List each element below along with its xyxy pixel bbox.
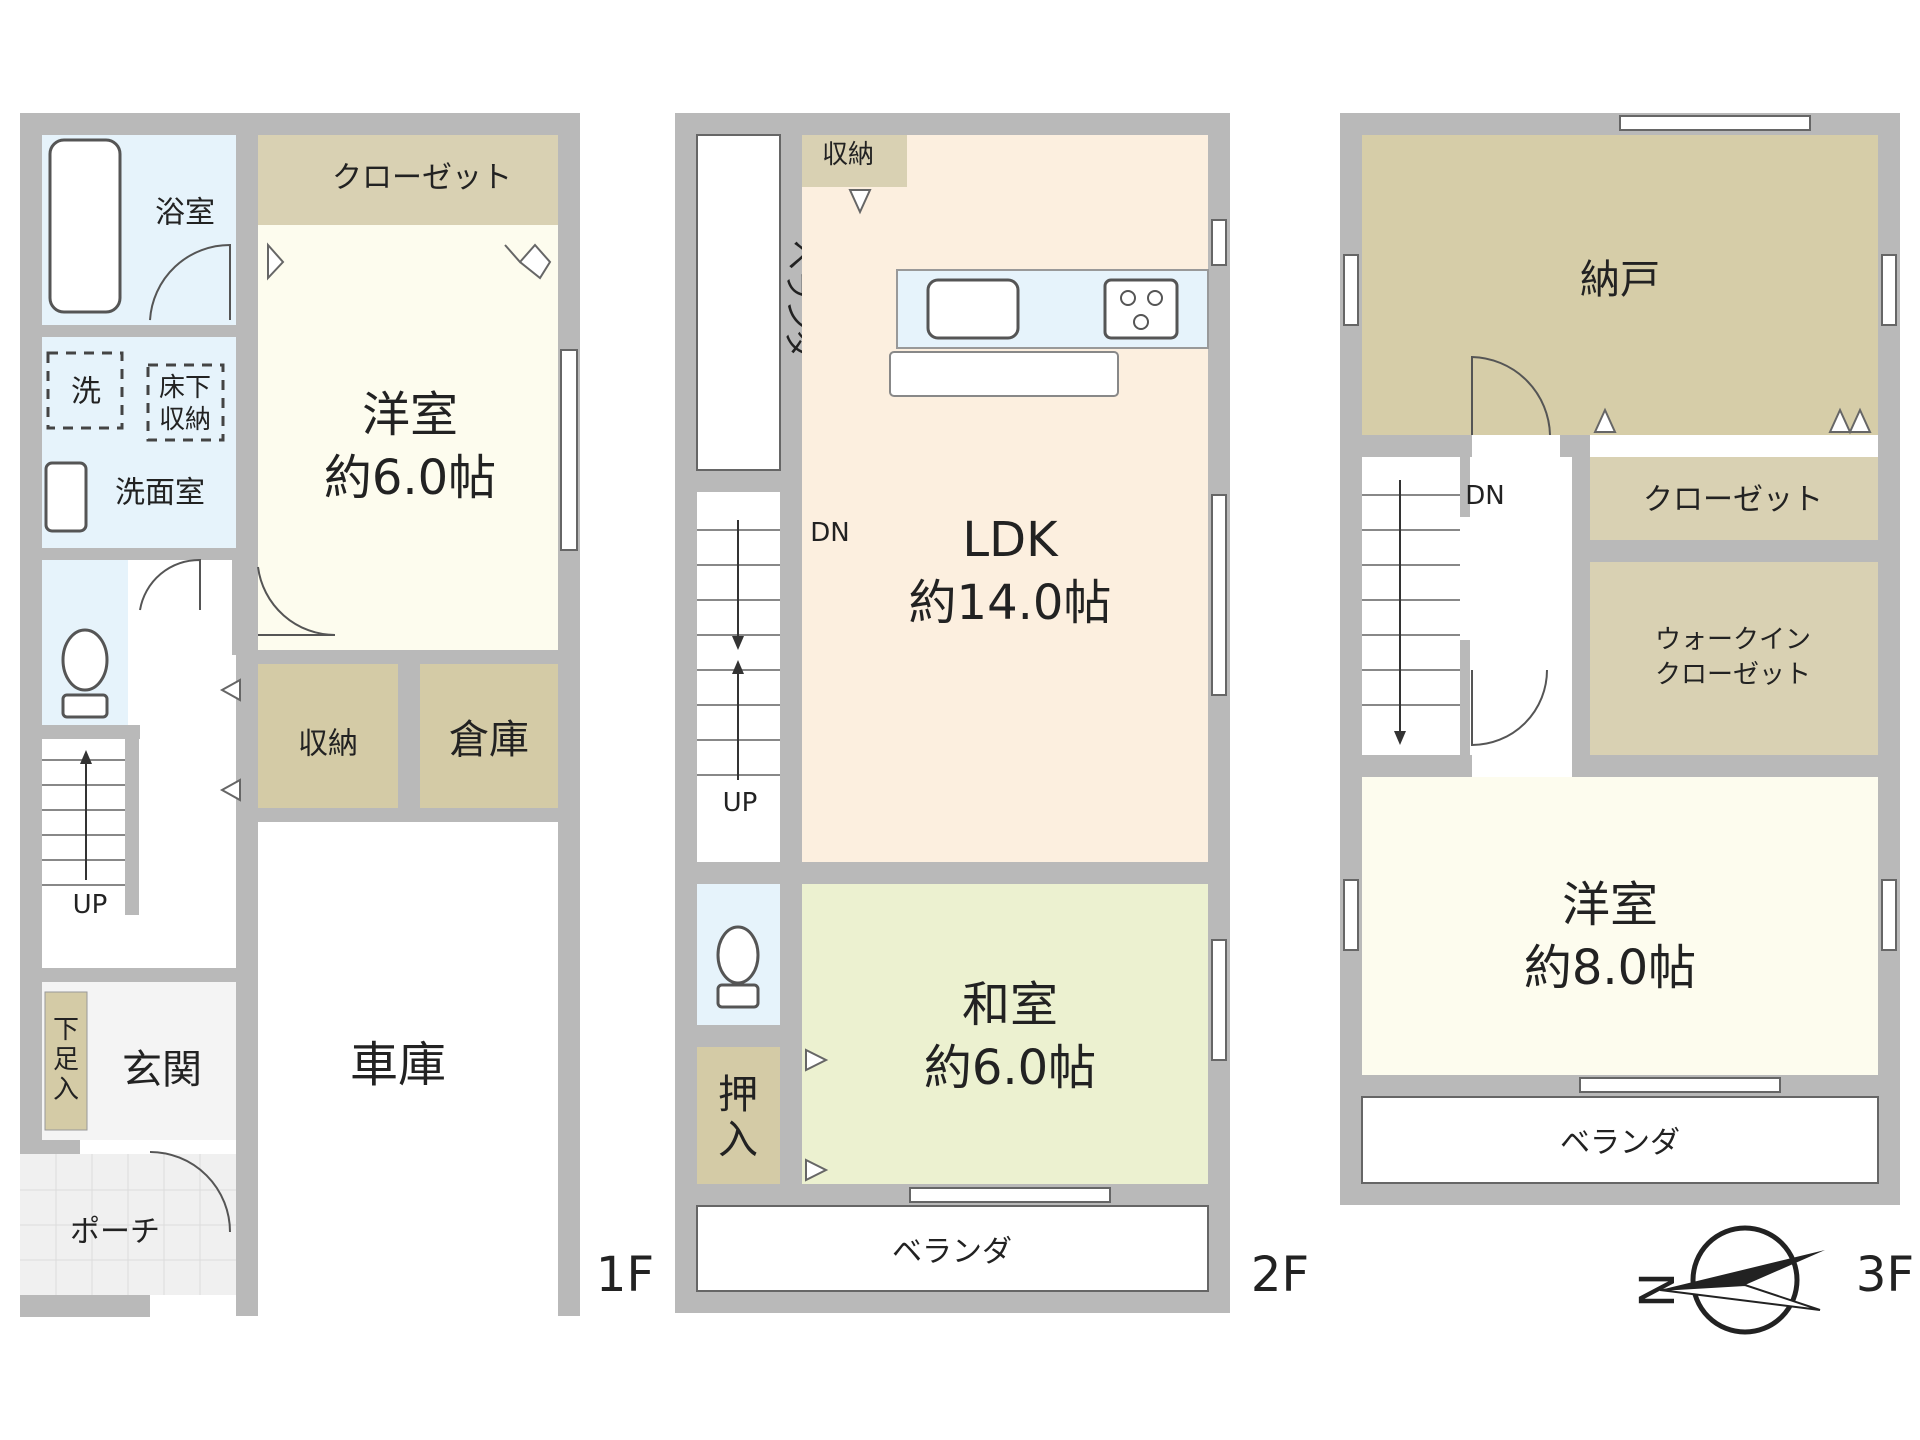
storage-2f xyxy=(802,135,907,187)
western-3f-name: 洋室 xyxy=(1562,877,1658,933)
veranda-3f xyxy=(1361,1096,1879,1184)
japanese-room[interactable] xyxy=(802,884,1208,1184)
entrance-label: 玄関 xyxy=(122,1047,202,1093)
nando-label: 納戸 xyxy=(1580,257,1660,303)
up-1f-label: UP xyxy=(73,890,108,920)
shoe-l3: 入 xyxy=(53,1075,79,1105)
floor-2f: ベランダ 収納 LDK 約14.0帖 DN UP xyxy=(675,113,1309,1313)
storage-2f-label: 収納 xyxy=(822,140,874,170)
shoe-l1: 下 xyxy=(53,1015,79,1045)
dn-2f-label: DN xyxy=(810,518,849,548)
japanese-size: 約6.0帖 xyxy=(924,1040,1096,1096)
japanese-name: 和室 xyxy=(962,977,1058,1033)
floor-1f: 浴室 クローゼット 洋室 約6.0帖 洗 床下 収納 洗面室 収納 倉庫 xyxy=(20,113,654,1317)
ldk-name: LDK xyxy=(962,512,1059,568)
western-room-1f[interactable] xyxy=(258,225,558,650)
washroom-label: 洗面室 xyxy=(115,476,205,511)
garage-label: 車庫 xyxy=(350,1037,446,1093)
shoe-l2: 足 xyxy=(53,1045,79,1075)
veranda-3f-label: ベランダ xyxy=(1560,1126,1680,1161)
compass-icon: N xyxy=(1630,1225,1825,1335)
washer-label: 洗 xyxy=(71,375,101,410)
floor-2f-label: 2F xyxy=(1251,1247,1309,1303)
closet-1f xyxy=(258,135,558,225)
ldk-size: 約14.0帖 xyxy=(909,575,1112,631)
veranda-bottom-label: ベランダ xyxy=(892,1235,1012,1270)
closet-3f-label: クローゼット xyxy=(1643,483,1823,518)
closet-1f-label: クローゼット xyxy=(332,161,512,196)
western-1f-name: 洋室 xyxy=(362,387,458,443)
walk-in-closet xyxy=(1590,562,1878,755)
floor-1f-label: 1F xyxy=(596,1247,654,1303)
underfloor-l1: 床下 xyxy=(159,373,211,403)
western-3f-size: 約8.0帖 xyxy=(1524,940,1696,996)
floor-3f: 納戸 DN クローゼット ウォークイン クローゼット 洋室 約8.0 xyxy=(1340,113,1914,1303)
storage-1f xyxy=(258,664,398,808)
porch-label: ポーチ xyxy=(70,1215,160,1250)
storage-1f-label: 収納 xyxy=(298,727,358,762)
oshiire-l2: 入 xyxy=(718,1117,758,1163)
nando[interactable] xyxy=(1362,135,1878,435)
veranda-side-2f xyxy=(696,134,781,471)
oshiire xyxy=(697,1047,780,1184)
bath-label: 浴室 xyxy=(155,196,215,231)
western-1f-size: 約6.0帖 xyxy=(324,450,496,506)
floor-3f-label: 3F xyxy=(1856,1247,1914,1303)
veranda-bottom-2f xyxy=(696,1205,1209,1292)
wic-l2: クローゼット xyxy=(1655,660,1811,690)
underfloor-l2: 収納 xyxy=(159,405,211,435)
up-2f-label: UP xyxy=(723,788,758,818)
stairs-1f[interactable] xyxy=(42,739,125,904)
closet-3f xyxy=(1590,457,1878,540)
compass-north: N xyxy=(1630,1272,1686,1308)
garage[interactable] xyxy=(258,822,558,1295)
warehouse-label: 倉庫 xyxy=(449,717,529,763)
western-room-3f[interactable] xyxy=(1362,777,1878,1075)
oshiire-l1: 押 xyxy=(718,1072,758,1118)
stairs-3f[interactable] xyxy=(1362,457,1460,755)
wic-l1: ウォークイン xyxy=(1655,625,1811,655)
dn-3f-label: DN xyxy=(1465,481,1504,511)
warehouse xyxy=(420,664,558,808)
ldk[interactable] xyxy=(802,135,1208,862)
